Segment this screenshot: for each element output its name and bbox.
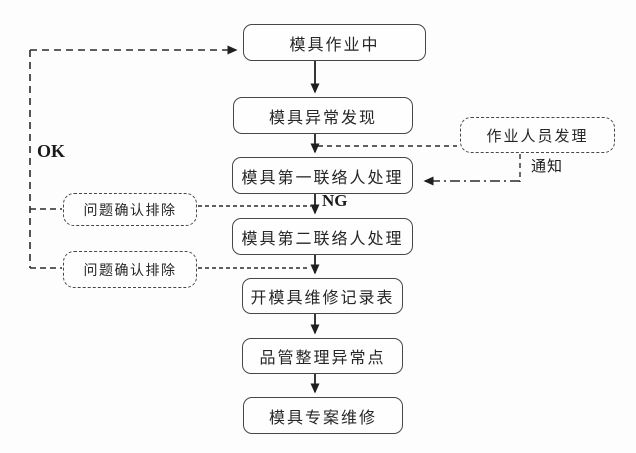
node-problem-confirmed-resolved-1: 问题确认排除 (63, 193, 197, 226)
node-open-repair-record: 开模具维修记录表 (242, 278, 403, 314)
node-problem-confirmed-resolved-2: 问题确认排除 (63, 251, 197, 288)
node-mold-special-repair: 模具专案维修 (243, 397, 403, 434)
node-mold-in-operation: 模具作业中 (243, 24, 426, 61)
edge-label-ng: NG (322, 191, 348, 210)
node-operator-handling: 作业人员发理 (460, 117, 615, 153)
node-second-contact-handling: 模具第二联络人处理 (232, 218, 413, 255)
node-abnormality-found: 模具异常发现 (233, 97, 413, 134)
node-qc-organize-abnormal-points: 品管整理异常点 (242, 338, 403, 374)
edge-label-ok: OK (37, 141, 66, 161)
edge-label-notify: 通知 (531, 158, 564, 175)
node-first-contact-handling: 模具第一联络人处理 (232, 157, 413, 194)
